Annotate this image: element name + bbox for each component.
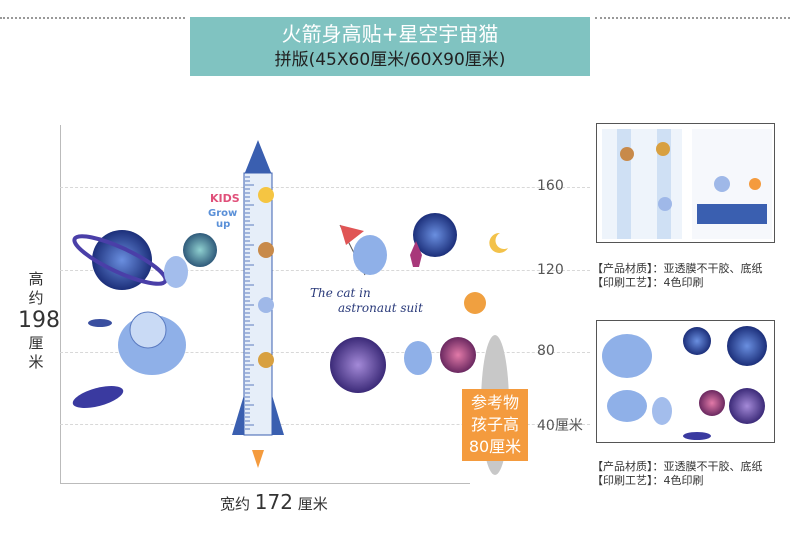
cat-astronaut-large (118, 311, 186, 375)
planet-ringed (72, 230, 168, 290)
scale-tick: 80 (537, 343, 555, 359)
spec-block: 【产品材质】：亚透膜不干胶、底纸 【印刷工艺】：4色印刷 (592, 262, 763, 290)
planet-orange (464, 292, 486, 314)
badge-line: 孩子高 (470, 415, 519, 434)
gridline (60, 352, 590, 353)
spec-process: 【印刷工艺】：4色印刷 (592, 474, 704, 487)
divider-left (0, 17, 185, 19)
kids-text: KIDS (210, 192, 240, 205)
height-unit: 厘米 (28, 334, 44, 371)
height-label: 高约 198 厘米 (18, 270, 60, 372)
cat-astronaut-flag (339, 224, 387, 276)
height-rocket (232, 140, 284, 468)
scale-tick: 120 (537, 262, 564, 278)
spec-process: 【印刷工艺】：4色印刷 (592, 276, 704, 289)
width-label: 宽约 172 厘米 (220, 490, 328, 514)
divider-right (595, 17, 790, 19)
cat-caption-line1: The cat in (310, 286, 371, 300)
product-title: 火箭身高贴+星空宇宙猫 (281, 22, 499, 46)
layout-thumbnail-60x90 (596, 320, 775, 443)
badge-line: 80厘米 (468, 437, 522, 456)
moon (489, 232, 508, 253)
planet-pink (440, 337, 476, 373)
rocket-small (410, 241, 422, 267)
sticker-artwork: KIDS Grow up The cat in astronaut suit (72, 140, 509, 475)
up-text: up (216, 219, 230, 230)
cat-astronaut-right (404, 341, 432, 375)
scale-tick: 160 (537, 178, 564, 194)
cat-caption-line2: astronaut suit (338, 301, 423, 315)
galaxy (72, 386, 124, 408)
width-value: 172 (254, 490, 293, 514)
height-value: 198 (18, 308, 60, 333)
planet-teal (183, 233, 217, 267)
reference-badge: 参考物 孩子高 80厘米 (462, 389, 528, 461)
gridline (60, 270, 590, 271)
gridline (60, 424, 590, 425)
planet-purple (330, 337, 386, 393)
title-banner: 火箭身高贴+星空宇宙猫 拼版(45X60厘米/60X90厘米) (190, 17, 590, 76)
height-prefix: 高约 (28, 270, 44, 307)
badge-line: 参考物 (470, 393, 519, 412)
width-axis (60, 483, 470, 484)
spec-material: 【产品材质】：亚透膜不干胶、底纸 (592, 262, 763, 275)
gridline (60, 187, 590, 188)
planet-blue (413, 213, 457, 257)
layout-thumbnail-45x60 (596, 123, 775, 243)
ufo (88, 319, 112, 327)
cat-astronaut-small (164, 256, 188, 288)
spec-block: 【产品材质】：亚透膜不干胶、底纸 【印刷工艺】：4色印刷 (592, 460, 763, 488)
height-axis (60, 125, 61, 483)
product-subtitle: 拼版(45X60厘米/60X90厘米) (274, 50, 506, 70)
width-prefix: 宽约 (220, 495, 251, 513)
spec-material: 【产品材质】：亚透膜不干胶、底纸 (592, 460, 763, 473)
scale-tick: 40厘米 (537, 418, 583, 434)
grow-text: Grow (208, 208, 237, 219)
width-unit: 厘米 (297, 495, 328, 513)
